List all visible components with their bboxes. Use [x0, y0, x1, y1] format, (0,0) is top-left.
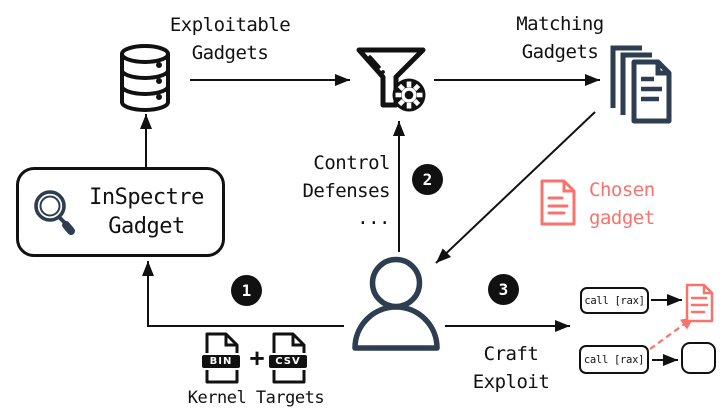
kernel-label: Kernel — [187, 388, 247, 408]
control-defenses-line1: Control — [313, 152, 390, 174]
step-badge-1: 1 — [231, 275, 262, 306]
target-document-icon — [685, 283, 714, 323]
documents-stack-icon — [610, 45, 672, 124]
control-defenses-label: Control Defenses ... — [280, 150, 390, 233]
matching-gadgets-line1: Matching — [516, 13, 604, 35]
filter-gear-icon — [356, 47, 426, 112]
csv-file-icon: CSV — [267, 331, 309, 387]
matching-gadgets-label: Matching Gadgets — [470, 11, 650, 66]
targets-label: Targets — [255, 388, 325, 408]
empty-box — [681, 342, 716, 374]
inspectre-title-line1: InSpectre — [89, 185, 204, 210]
bin-file-icon: BIN — [200, 331, 242, 387]
exploitable-gadgets-label: Exploitable Gadgets — [140, 12, 320, 67]
person-icon — [352, 256, 440, 351]
call-rax-box-top: call [rax] — [580, 287, 649, 314]
control-defenses-line2: Defenses — [302, 179, 390, 202]
chosen-gadget-label: Chosen gadget — [589, 177, 709, 232]
inspectre-title-line2: Gadget — [108, 214, 185, 239]
gear-icon — [392, 78, 426, 112]
database-icon — [120, 44, 170, 112]
control-defenses-ellipsis: ... — [357, 207, 390, 229]
bin-file-badge: BIN — [200, 353, 242, 370]
craft-exploit-line1: Craft — [483, 343, 539, 365]
csv-file-badge: CSV — [267, 353, 309, 370]
step-badge-2: 2 — [412, 164, 443, 195]
plus-sign: + — [249, 343, 265, 372]
call-rax-box-bottom: call [rax] — [579, 345, 649, 374]
inspectre-gadget-box: InSpectre Gadget — [16, 167, 225, 257]
magnifier-icon — [34, 190, 75, 235]
chosen-gadget-line1: Chosen — [589, 179, 655, 201]
chosen-gadget-line2: gadget — [589, 206, 655, 229]
exploitable-gadgets-line1: Exploitable — [169, 14, 291, 36]
exploitable-gadgets-line2: Gadgets — [191, 41, 269, 64]
craft-exploit-line2: Exploit — [472, 370, 550, 393]
inspectre-gadget-title: InSpectre Gadget — [77, 183, 216, 241]
craft-exploit-label: Craft Exploit — [458, 341, 564, 396]
step-badge-3: 3 — [488, 274, 519, 305]
chosen-document-icon — [540, 179, 576, 226]
matching-gadgets-line2: Gadgets — [521, 40, 599, 63]
